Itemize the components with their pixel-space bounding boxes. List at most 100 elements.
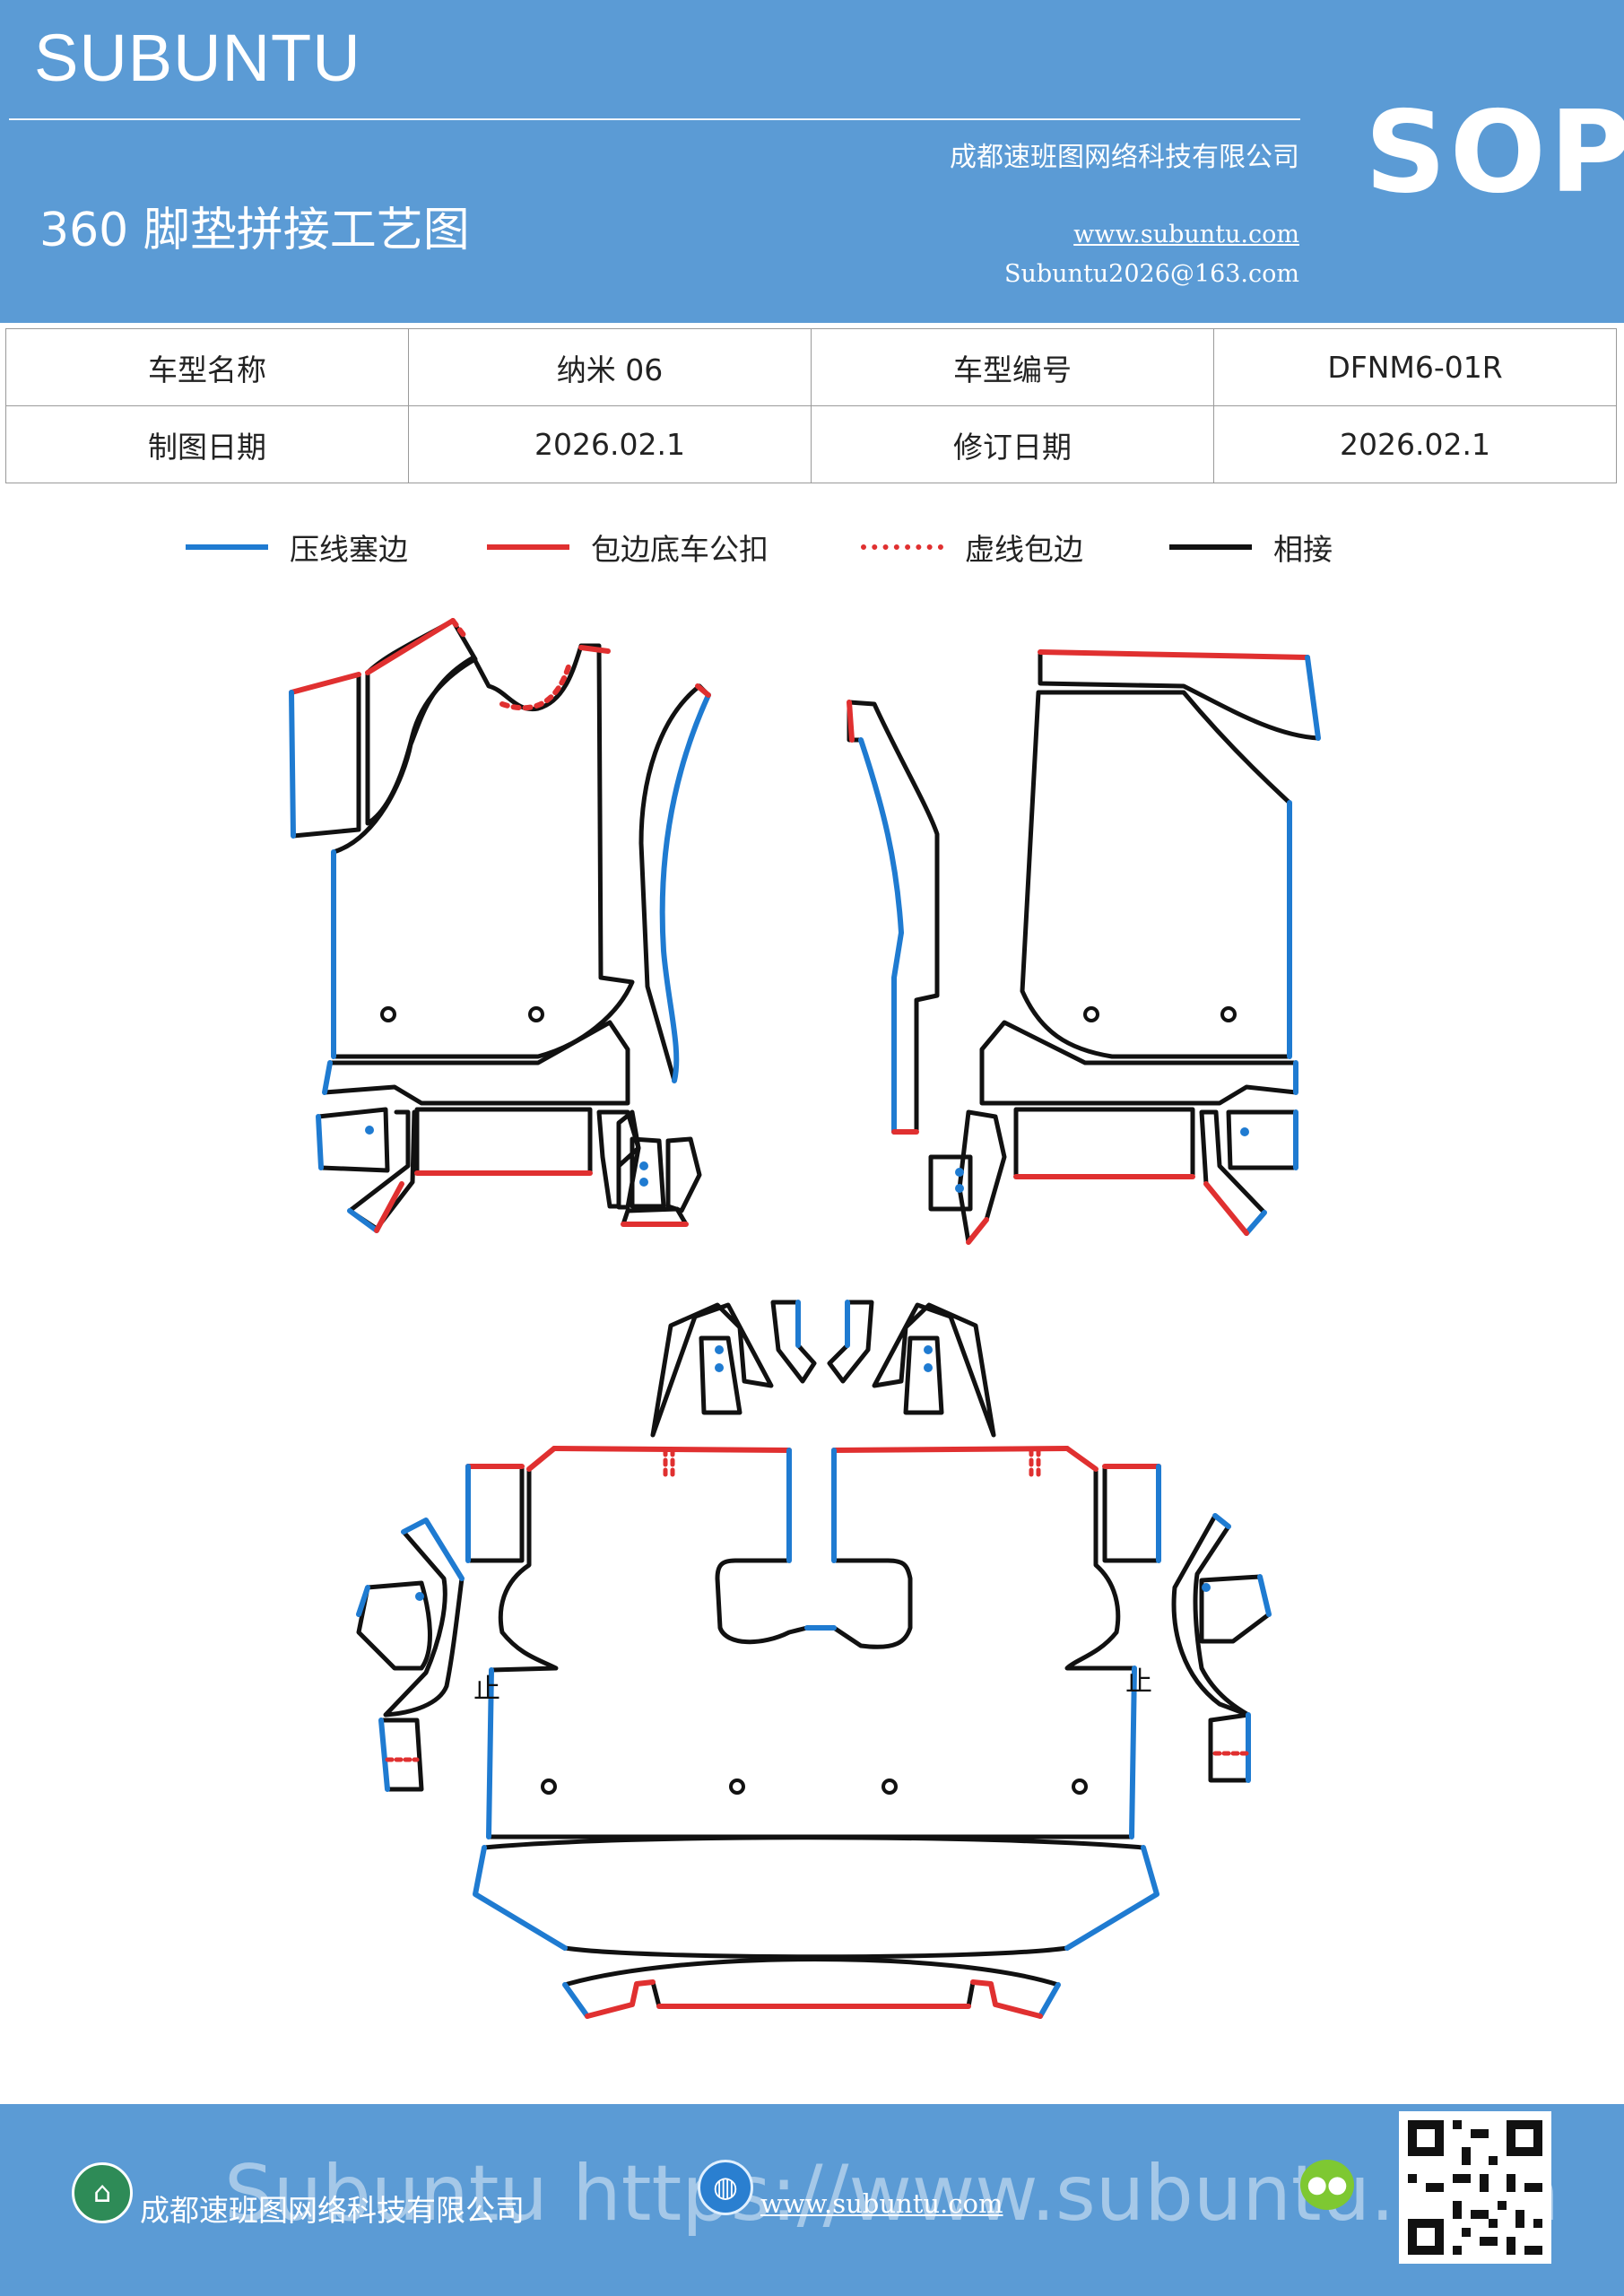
legend-item-joined: 相接 [1169,520,1333,574]
clip-hole [365,1126,374,1135]
blue-edge [1064,1845,1159,1951]
corner-piece [1226,1109,1298,1170]
wechat-icon[interactable]: ●● [1300,2160,1354,2210]
blue-edge [562,1982,590,2019]
value-model-code: DFNM6-01R [1213,328,1617,406]
red-edge [831,1446,1070,1453]
clip-hole [639,1161,648,1170]
wheel-arch-pad-right [1199,1574,1272,1644]
red-edge [1203,1181,1249,1236]
red-edge [526,1446,557,1472]
red-edge [374,1181,404,1233]
tunnel-center-left [770,1300,817,1384]
legend-label: 包边底车公扣 [591,532,769,567]
red-edge [847,700,855,743]
document-title: 360 脚垫拼接工艺图 [39,204,470,257]
rear-main-body [486,1446,1137,1839]
red-edge [1064,1446,1099,1472]
clip-hole [924,1345,933,1354]
footer-banner: Subuntu https://www.subuntu.com ⌂ 成都速班图网… [0,2104,1624,2296]
footer-website-link[interactable]: www.subuntu.com [760,2188,1003,2219]
dotted-edge [450,618,469,641]
label-model-name: 车型名称 [5,328,409,406]
main-mat-body [1020,690,1292,1059]
legend-item-dotted-edge: 虚线包边 [861,520,1083,574]
label-draw-date: 制图日期 [5,405,409,483]
website-link[interactable]: www.subuntu.com [1073,221,1299,248]
blue-edge [1038,1982,1061,2019]
red-edge [289,672,361,695]
globe-icon: ◍ [698,2160,753,2215]
rear-mat: 止 止 [356,1300,1272,2019]
legend-label: 压线塞边 [290,532,408,567]
blue-edge [356,1585,370,1617]
red-edge [1038,649,1310,660]
red-edge [966,1217,989,1245]
clip-hole [955,1184,964,1193]
header-divider [9,118,1300,120]
corner-piece [316,1107,390,1173]
label-revise-date: 修订日期 [811,405,1214,483]
clip-hole [955,1168,964,1177]
blue-edge [1129,1665,1137,1839]
company-name: 成都速班图网络科技有限公司 [950,142,1299,173]
bottom-strip [414,1107,593,1176]
small-rect-right [1208,1712,1251,1783]
blue-edge [347,1208,379,1233]
dotted-edge [663,1448,675,1481]
table-row: 制图日期 2026.02.1 修订日期 2026.02.1 [5,405,1617,483]
email-address: Subuntu2026@163.com [1004,260,1299,288]
legend-swatch [186,544,268,550]
side-rect-right [1102,1464,1161,1563]
clip-piece [630,1136,666,1209]
mounting-hole [1220,1006,1237,1022]
tunnel-center-right [827,1300,874,1384]
mounting-hole [881,1779,898,1795]
tunnel-clip-right [903,1335,944,1415]
mounting-hole [541,1779,557,1795]
blue-edge [316,1114,324,1170]
qr-code [1399,2111,1551,2264]
blue-edge [1305,655,1321,741]
side-rect-left [465,1464,525,1563]
stop-mark-left: 止 [473,1674,500,1705]
bottom-strip [1013,1107,1195,1179]
small-piece [665,1136,702,1213]
legend-label: 相接 [1273,532,1333,567]
mounting-hole [528,1006,544,1022]
rear-sill-rail [562,1957,1061,2019]
legend: 压线塞边 包边底车公扣 虚线包边 相接 [0,520,1624,574]
clip-hole [1202,1583,1211,1592]
heel-pad-piece [322,1020,630,1106]
rear-bench-trim [473,1835,1159,1960]
red-edge [585,1979,1043,2019]
blue-edge [1212,1513,1231,1529]
value-draw-date: 2026.02.1 [408,405,812,483]
clip-hole [924,1363,933,1372]
building-icon: ⌂ [72,2162,133,2223]
clip-hole [715,1363,724,1372]
mounting-hole [1083,1006,1099,1022]
legend-swatch [1169,544,1252,550]
wheel-arch-pad-left [356,1580,432,1671]
clip-piece [928,1154,973,1212]
legend-swatch [861,544,943,550]
brand-logo: SUBUNTU [34,21,361,95]
front-left-mat [289,618,711,1233]
wheel-arch-left [383,1518,465,1718]
clip-hole [639,1178,648,1187]
blue-edge [378,1718,390,1792]
main-mat-body [331,643,635,1059]
dotted-edge [499,661,572,711]
wheel-arch-right [1171,1513,1251,1718]
blue-edge [1244,1210,1267,1236]
red-edge [578,645,611,654]
side-panel-piece [289,672,361,839]
blue-edge [322,1060,333,1095]
legend-item-press-line: 压线塞边 [186,520,408,574]
clip-hole [415,1592,424,1601]
tunnel-cap-left [650,1302,774,1438]
value-revise-date: 2026.02.1 [1213,405,1617,483]
table-row: 车型名称 纳米 06 车型编号 DFNM6-01R [5,328,1617,406]
